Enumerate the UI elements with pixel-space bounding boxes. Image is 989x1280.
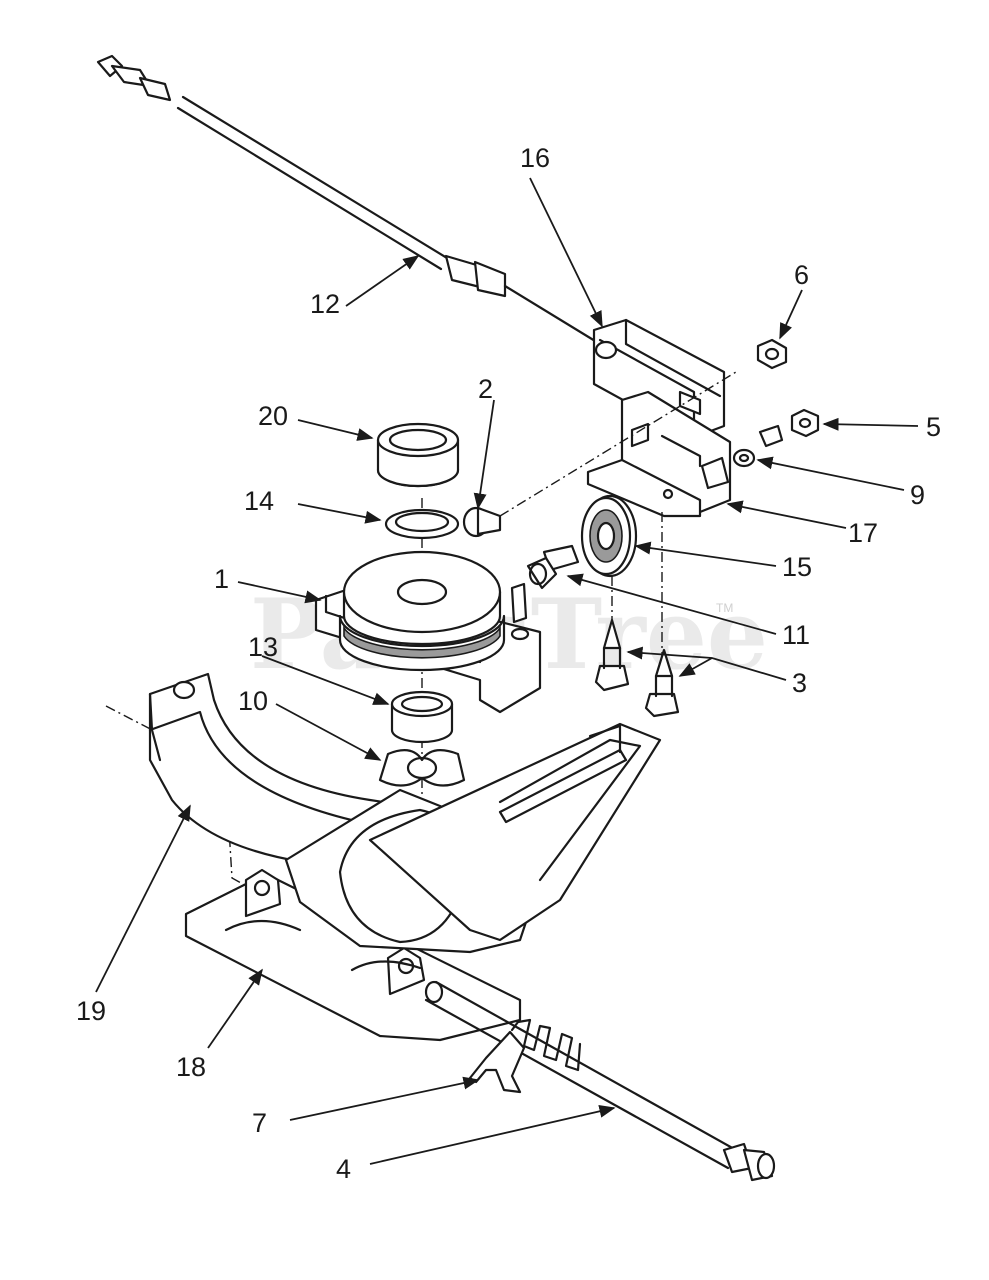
leader-7: [289, 1076, 480, 1121]
part-17-bracket: [586, 390, 732, 518]
leader-1: [237, 581, 322, 604]
callout-labels: 16 12 6 2 20 5 9 14 17 15 1 11 13 3 10 1…: [76, 143, 941, 1184]
callout-16: 16: [520, 143, 550, 173]
callout-11: 11: [782, 620, 810, 650]
leader-4: [369, 1104, 616, 1165]
callout-4: 4: [336, 1154, 351, 1184]
callout-18: 18: [176, 1052, 206, 1082]
callout-13: 13: [248, 632, 278, 662]
part-20-bushing: [376, 422, 460, 488]
leader-15: [634, 541, 777, 567]
callout-2: 2: [478, 374, 493, 404]
part-16-bracket: [592, 318, 726, 440]
leader-16: [529, 177, 603, 328]
leader-10: [275, 703, 382, 761]
part-13-bushing: [390, 690, 454, 744]
leader-17: [726, 500, 847, 529]
part-10-spacer: [378, 749, 466, 787]
part-6-nut: [756, 338, 788, 370]
callout-17: 17: [848, 518, 878, 548]
callout-3: 3: [792, 668, 807, 698]
watermark-trademark: TM: [716, 601, 733, 615]
part-3-bolts: [594, 618, 680, 718]
part-7-spring: [468, 1018, 582, 1094]
leader-11: [566, 573, 777, 635]
part-5-nut: [758, 408, 820, 448]
part-4-rod: [424, 980, 776, 1182]
callout-9: 9: [910, 480, 925, 510]
leader-14: [297, 503, 382, 524]
callout-20: 20: [258, 401, 288, 431]
part-9-washer: [732, 448, 756, 468]
leader-6: [779, 289, 803, 340]
callout-19: 19: [76, 996, 106, 1026]
part-15-idler-pulley: [580, 494, 638, 578]
callout-12: 12: [310, 289, 340, 319]
leader-lines: [95, 177, 919, 1165]
part-triangular-bracket: [368, 722, 662, 942]
leader-18: [207, 968, 263, 1049]
leader-9: [756, 456, 905, 491]
part-2-pin: [462, 506, 502, 538]
callout-10: 10: [238, 686, 268, 716]
callout-15: 15: [782, 552, 812, 582]
part-1-pulley: [314, 550, 542, 714]
callout-1: 1: [214, 564, 229, 594]
leader-13: [261, 655, 390, 705]
leader-19: [95, 804, 191, 993]
leader-3b: [678, 657, 713, 677]
part-12-cable: [96, 54, 602, 346]
leader-20: [297, 419, 374, 441]
callout-6: 6: [794, 260, 809, 290]
callout-7: 7: [252, 1108, 267, 1138]
part-14-ring: [384, 508, 460, 540]
leader-12: [345, 255, 420, 307]
part-11-shoulder-bolt: [526, 544, 580, 590]
callout-14: 14: [244, 486, 274, 516]
leader-5: [822, 417, 919, 431]
leader-2: [473, 399, 495, 510]
callout-5: 5: [926, 412, 941, 442]
